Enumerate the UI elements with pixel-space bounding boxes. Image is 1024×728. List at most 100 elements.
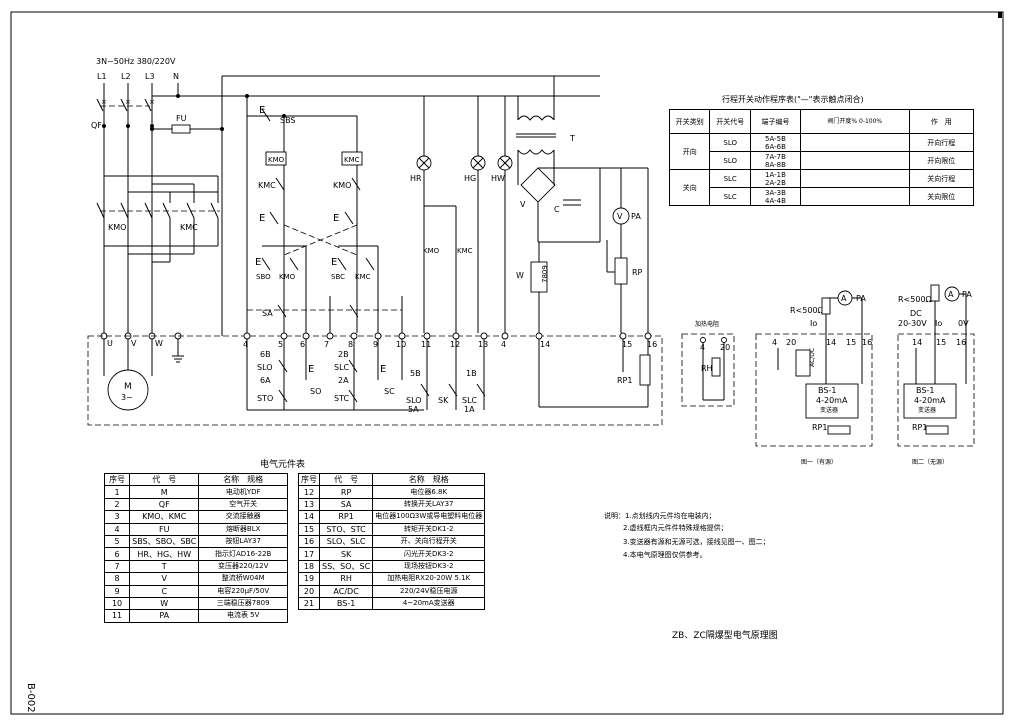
svg-text:5: 5 xyxy=(278,340,283,349)
svg-text:图二（无源）: 图二（无源） xyxy=(912,458,948,466)
phase-l2: L2 xyxy=(121,72,131,81)
part-index: 9 xyxy=(103,584,131,598)
svg-text:2A: 2A xyxy=(338,376,349,385)
svg-text:10: 10 xyxy=(396,340,406,349)
drawing-title: ZB、ZC隔爆型电气原理图 xyxy=(672,629,778,641)
part-index: 10 xyxy=(103,596,131,611)
part-code: KMO、KMC xyxy=(129,510,200,524)
svg-text:13: 13 xyxy=(478,340,488,349)
svg-text:×: × xyxy=(125,98,131,106)
svg-text:20-30V: 20-30V xyxy=(898,319,927,328)
svg-text:RP1: RP1 xyxy=(617,376,632,385)
svg-text:16: 16 xyxy=(862,338,872,347)
svg-text:Io: Io xyxy=(935,319,942,328)
corner-mark xyxy=(998,12,1002,18)
svg-text:3.变送器有源和无源可选，接线见图一、图二；: 3.变送器有源和无源可选，接线见图一、图二； xyxy=(623,537,770,546)
power-lines xyxy=(102,75,600,336)
svg-text:4: 4 xyxy=(772,338,777,347)
terminal-pair: 4A-4B xyxy=(765,196,786,205)
part-index: 20 xyxy=(298,584,320,598)
part-spec: 整流桥W04M xyxy=(198,572,288,586)
svg-text:说明：1.点划线内元件均在电装内；: 说明：1.点划线内元件均在电装内； xyxy=(604,511,716,520)
actuator-boundary xyxy=(87,335,663,426)
svg-text:×: × xyxy=(149,98,155,106)
part-spec: 电位器6.8K xyxy=(372,485,486,499)
col-header: 代 号 xyxy=(129,472,200,487)
svg-text:W: W xyxy=(516,271,524,280)
svg-text:BS-1: BS-1 xyxy=(818,386,836,395)
part-index: 2 xyxy=(103,497,131,512)
part-code: RP1 xyxy=(318,510,374,524)
switch-use: 开向限位 xyxy=(908,151,975,170)
part-index: 19 xyxy=(298,572,320,586)
svg-text:V: V xyxy=(131,339,137,348)
svg-text:12: 12 xyxy=(450,340,460,349)
terminal-pair: 5A-5B xyxy=(765,134,786,143)
svg-text:BS-1: BS-1 xyxy=(916,386,934,395)
svg-text:Io: Io xyxy=(810,319,817,328)
part-spec: 熔断器BLX xyxy=(198,522,288,536)
svg-text:4-20mA: 4-20mA xyxy=(914,396,946,405)
svg-text:KMO: KMO xyxy=(268,156,285,164)
svg-text:6: 6 xyxy=(300,340,305,349)
svg-text:16: 16 xyxy=(647,340,657,349)
part-spec: 电流表 5V xyxy=(198,609,288,623)
col-header: 代 号 xyxy=(318,472,374,487)
part-code: RP xyxy=(318,485,374,499)
svg-text:M: M xyxy=(124,382,132,392)
svg-text:7: 7 xyxy=(324,340,329,349)
terminal-pair: 6A-6B xyxy=(765,142,786,151)
switch-use: 关向限位 xyxy=(908,187,975,206)
svg-text:20: 20 xyxy=(720,343,730,352)
svg-text:KMC: KMC xyxy=(355,273,371,281)
heater-box: 加热电阻 4 20 RH xyxy=(681,320,735,407)
figure-1-active: R<500Ω A PA Io 4 20 14 15 16 AC/DC BS-1 … xyxy=(755,290,873,466)
svg-text:4: 4 xyxy=(243,340,248,349)
part-index: 21 xyxy=(298,596,320,611)
phase-l3: L3 xyxy=(145,72,155,81)
svg-text:SLO: SLO xyxy=(257,363,273,372)
svg-text:RH: RH xyxy=(701,364,713,373)
svg-text:×: × xyxy=(101,98,107,106)
part-code: BS-1 xyxy=(318,596,374,611)
part-index: 3 xyxy=(103,510,131,524)
part-spec: 闪光开关DK3-2 xyxy=(372,547,486,561)
svg-text:W: W xyxy=(155,339,163,348)
indicator-lamps: HR HG HW KMO KMC xyxy=(410,96,513,333)
control-wiring: E SBS KMO KMC KMC KMO E E E SBO KMO E SB… xyxy=(245,94,403,333)
svg-text:A: A xyxy=(948,290,954,299)
svg-text:20: 20 xyxy=(786,338,796,347)
supply-label: 3N~50Hz 380/220V xyxy=(96,57,176,66)
part-index: 8 xyxy=(103,572,131,586)
part-code: SS、SO、SC xyxy=(318,559,374,574)
svg-text:1A: 1A xyxy=(464,405,475,414)
svg-text:DC: DC xyxy=(910,309,922,318)
part-index: 5 xyxy=(103,534,131,549)
part-spec: 指示灯AD16-22B xyxy=(198,547,288,561)
notes: 说明：1.点划线内元件均在电装内； 2.虚线框内元件件特殊规格提供； 3.变送器… xyxy=(604,511,770,559)
svg-text:C: C xyxy=(554,205,560,214)
switch-code: SLO xyxy=(709,151,751,170)
switch-category: 开向 xyxy=(668,133,711,170)
valve-opening-cell xyxy=(799,187,910,206)
part-index: 18 xyxy=(298,559,320,574)
switch-action-table: 开关类别 开关代号 端子编号 阀门开度% 0-100% 作 用 开向 SLO 5… xyxy=(668,109,975,206)
switch-use: 开向行程 xyxy=(908,133,975,152)
part-code: C xyxy=(129,584,200,598)
svg-text:1B: 1B xyxy=(466,369,477,378)
part-index: 1 xyxy=(103,485,131,499)
part-code: RH xyxy=(318,572,374,586)
part-index: 15 xyxy=(298,522,320,536)
svg-text:A: A xyxy=(841,294,847,303)
part-index: 4 xyxy=(103,522,131,536)
svg-text:SC: SC xyxy=(384,387,395,396)
col-header: 端子编号 xyxy=(749,109,801,134)
control-terminals: 4 5 6 7 8 9 10 11 12 13 4 14 15 16 xyxy=(243,332,657,349)
